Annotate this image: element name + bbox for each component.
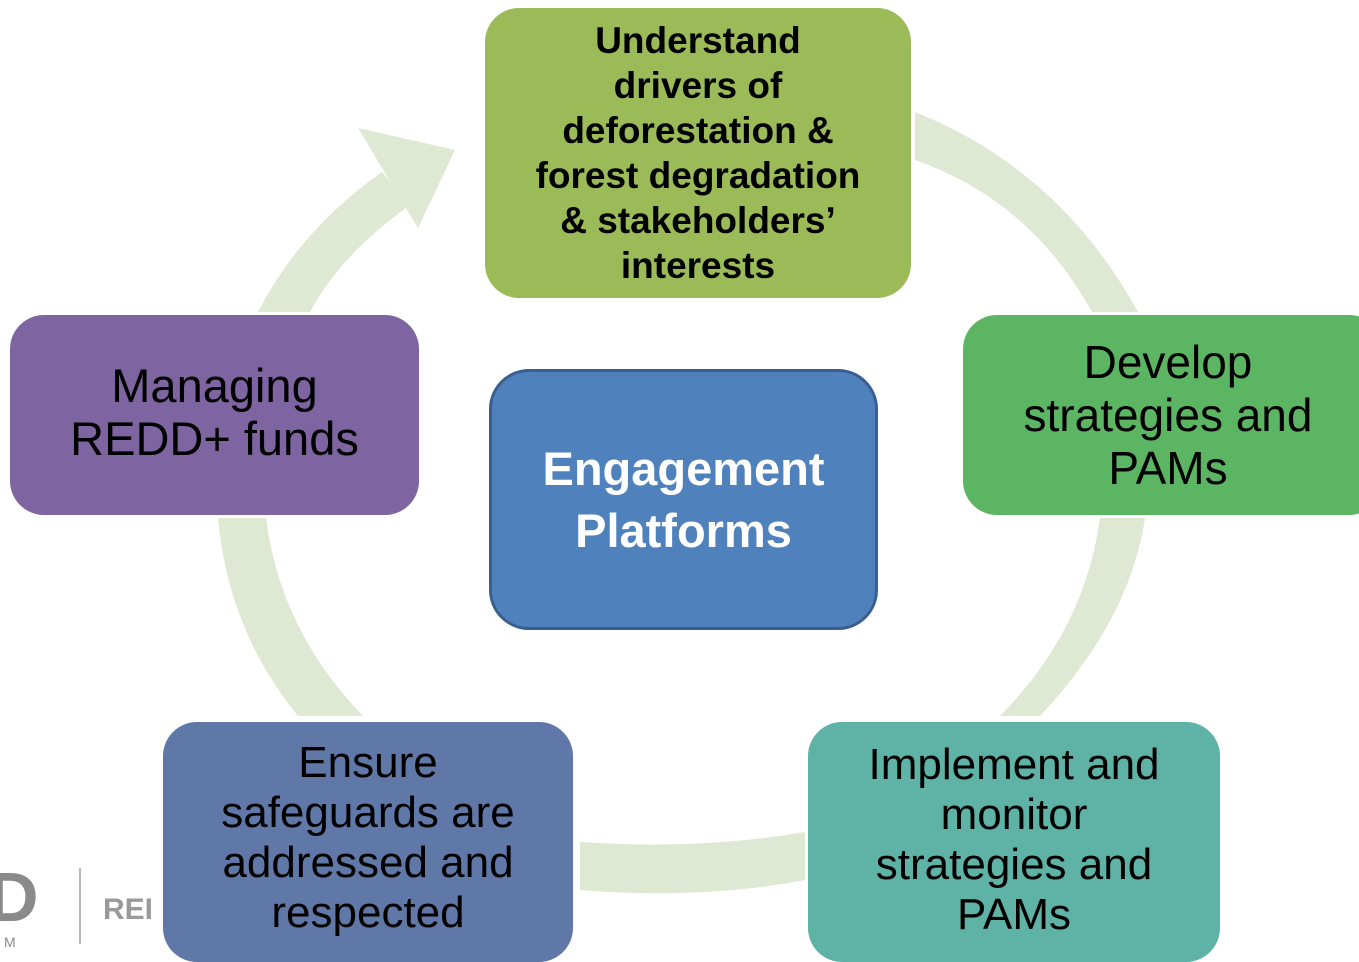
node-understand-drivers: Understand drivers of deforestation & fo… bbox=[485, 8, 911, 298]
node-label-line: forest degradation bbox=[535, 155, 861, 196]
node-engagement-platforms: Engagement Platforms bbox=[489, 369, 878, 630]
node-label-line: drivers of bbox=[613, 65, 783, 106]
node-label-line: Managing bbox=[111, 359, 318, 412]
node-label-line: Ensure bbox=[298, 738, 438, 787]
logo-mark: D M E bbox=[0, 856, 60, 950]
node-label-line: REDD+ funds bbox=[70, 412, 359, 465]
logo-glyph: D bbox=[0, 858, 39, 936]
node-label-line: monitor bbox=[940, 790, 1088, 839]
node-develop-strategies: Develop strategies and PAMs bbox=[963, 315, 1359, 515]
cycle-arc-bottom bbox=[580, 832, 805, 894]
node-label-line: respected bbox=[271, 888, 465, 937]
node-label-line: addressed and bbox=[222, 838, 514, 887]
node-ensure-safeguards: Ensure safeguards are addressed and resp… bbox=[163, 722, 573, 962]
node-label-line: safeguards are bbox=[221, 788, 515, 837]
node-label-line: Platforms bbox=[575, 503, 792, 557]
node-label-line: Develop bbox=[1083, 335, 1253, 388]
cycle-arc-bottom-left bbox=[218, 518, 363, 716]
logo-divider bbox=[79, 868, 81, 944]
node-label-line: PAMs bbox=[956, 890, 1072, 939]
cycle-arc-top-right bbox=[915, 112, 1138, 312]
node-implement-monitor: Implement and monitor strategies and PAM… bbox=[808, 722, 1220, 962]
logo-subtext: M E bbox=[4, 934, 30, 950]
logo-text: REI bbox=[103, 893, 154, 926]
node-label-line: Understand bbox=[595, 20, 801, 61]
node-label-line: interests bbox=[620, 245, 776, 286]
cycle-arc-left-top bbox=[258, 172, 410, 312]
node-label-line: Implement and bbox=[868, 740, 1160, 789]
node-label-line: & stakeholders’ bbox=[560, 200, 836, 241]
node-label-line: PAMs bbox=[1108, 441, 1228, 494]
node-label-line: strategies and bbox=[1023, 388, 1313, 441]
node-managing-funds: Managing REDD+ funds bbox=[10, 315, 419, 515]
node-label-line: strategies and bbox=[875, 840, 1153, 889]
node-label-line: deforestation & bbox=[562, 110, 834, 151]
cycle-arc-right-bottom bbox=[1000, 518, 1145, 716]
cycle-arrowhead bbox=[358, 128, 455, 228]
node-label-line: Engagement bbox=[542, 441, 825, 495]
